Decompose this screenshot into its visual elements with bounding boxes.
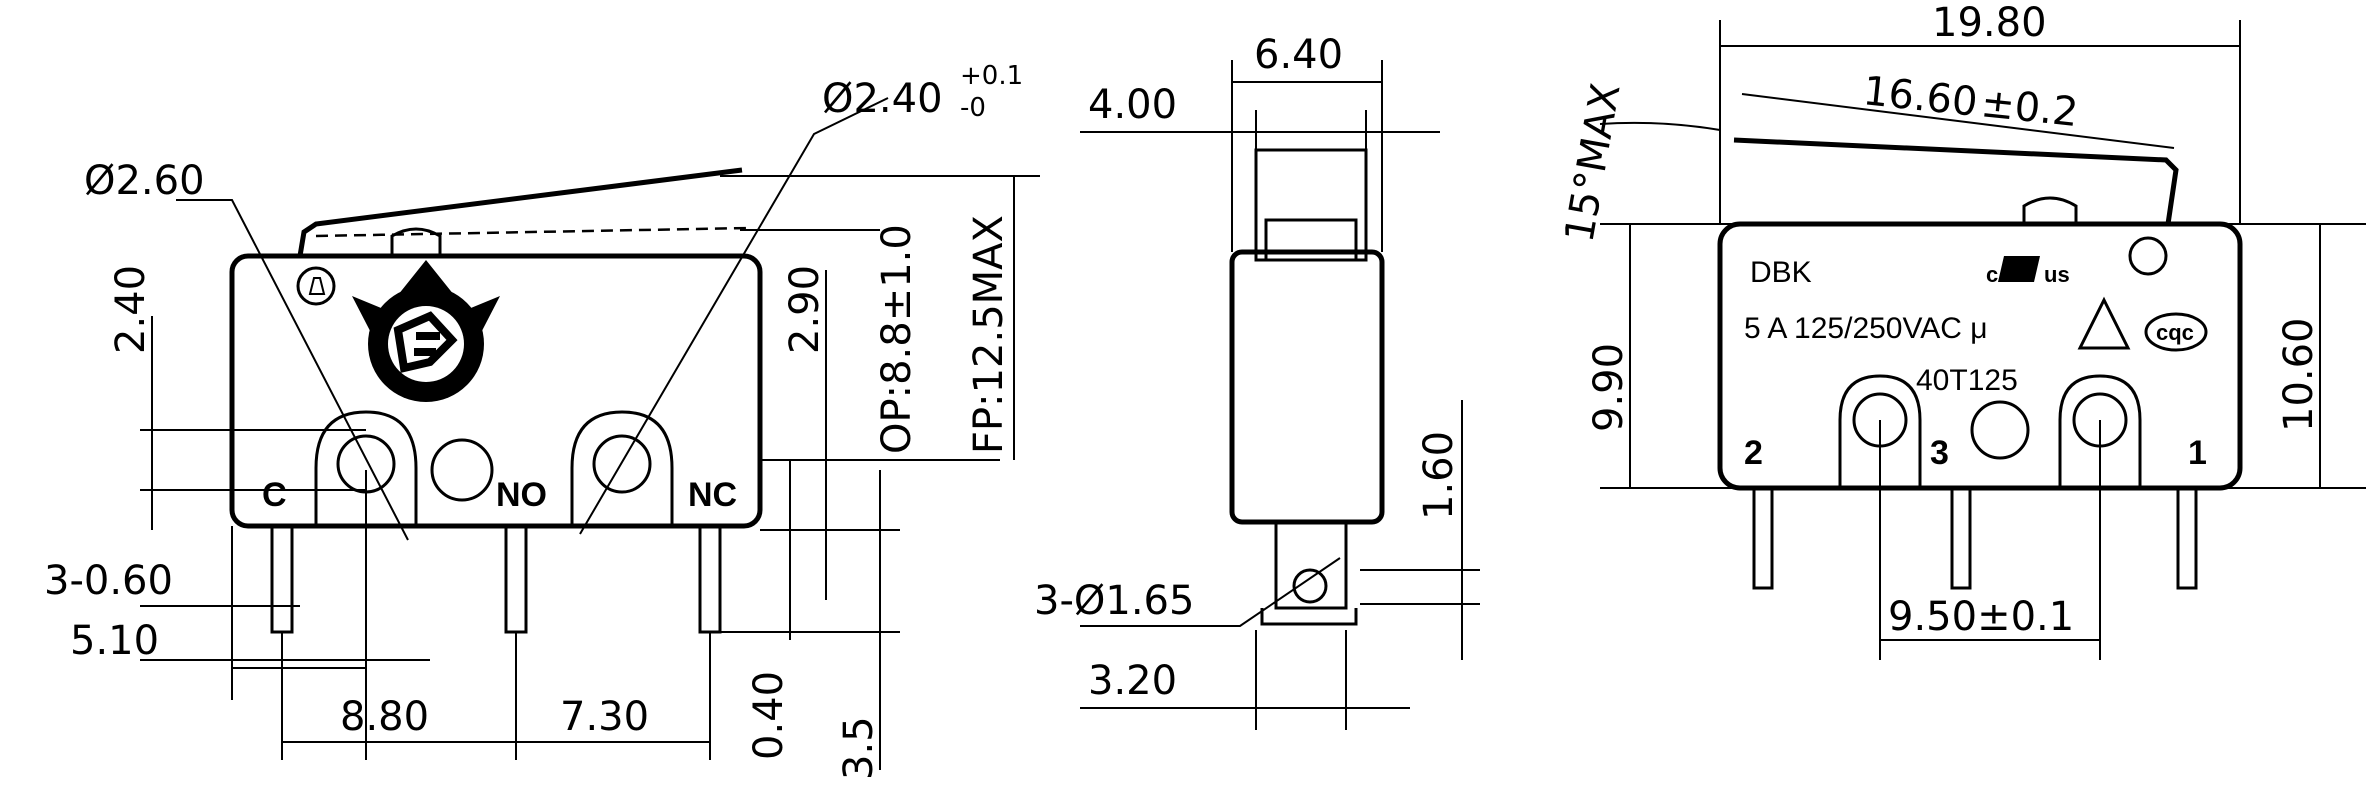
side-body [1229, 249, 1385, 525]
front-lever-pressed [315, 226, 751, 238]
dim-term-len: 3.5 [836, 716, 882, 780]
brand-logo [352, 260, 500, 402]
front-plunger [390, 227, 442, 258]
terminal-number-2: 2 [1744, 434, 1763, 472]
rear-terminal-3 [1950, 486, 1972, 590]
dim-height-160: 1.60 [1416, 431, 1462, 520]
terminal-label-c: C [262, 476, 287, 514]
dim-width-320: 3.20 [1088, 658, 1177, 704]
dim-pin-hole-dia: Ø2.40 [822, 76, 943, 122]
dim-hole-dia: Ø2.60 [84, 158, 205, 204]
terminal-no [504, 524, 528, 634]
dim-terminal-width: 3-0.60 [44, 558, 173, 604]
dim-op-height: OP:8.8±1.0 [874, 224, 920, 454]
label-brand: DBK [1750, 256, 1812, 289]
dim-height-1060: 10.60 [2276, 317, 2322, 432]
rear-terminal-2 [1752, 486, 1774, 590]
label-temp: 40T125 [1916, 364, 2018, 397]
terminal-label-no: NO [496, 476, 547, 514]
dim-hole-dia-165: 3-Ø1.65 [1034, 578, 1194, 624]
terminal-hole-nc [592, 434, 652, 494]
terminal-label-nc: NC [688, 476, 737, 514]
front-body [229, 253, 763, 529]
dim-pitch-950: 9.50±0.1 [1888, 594, 2074, 640]
label-cqc: cqc [2156, 320, 2194, 345]
rear-terminal-1 [2176, 486, 2198, 590]
front-lever [297, 167, 743, 257]
dim-height-990: 9.90 [1586, 343, 1632, 432]
dim-fp-height: FP:12.5MAX [966, 215, 1012, 454]
side-view: 6.40 4.00 1.60 3-Ø1.65 3.20 [1034, 32, 1480, 730]
dim-width-400: 4.00 [1088, 82, 1177, 128]
dim-width-640: 6.40 [1254, 32, 1343, 78]
dim-pitch-730: 7.30 [560, 694, 649, 740]
dim-angle-max: 15°MAX [1557, 80, 1630, 246]
front-view: C NO NC Ø2.60 Ø2.40 [44, 61, 1040, 780]
center-hole [430, 438, 494, 502]
label-ul-c: c [1986, 262, 1998, 287]
dim-pin-hole-tol-upper: +0.1 [960, 61, 1023, 91]
side-terminal-hole [1292, 568, 1328, 604]
dim-length-1980: 19.80 [1932, 0, 2047, 46]
ul-icon [1998, 256, 2040, 282]
side-actuator [1254, 148, 1368, 262]
rear-plunger [2022, 196, 2078, 226]
terminal-pad-c [314, 410, 418, 526]
terminal-pad-nc [570, 410, 674, 526]
terminal-number-3: 3 [1930, 434, 1949, 472]
dim-pin-hole-tol-lower: -0 [960, 93, 986, 123]
triangle-icon [2077, 296, 2131, 350]
dim-lever-1660: 16.60 [1861, 68, 1980, 126]
label-ul-us: us [2044, 262, 2070, 287]
rear-lever [1733, 137, 2179, 225]
terminal-nc [698, 524, 722, 634]
dim-gap-040: 0.40 [746, 671, 792, 760]
dim-lever-tol: ±0.2 [1979, 80, 2080, 136]
dim-offset-510: 5.10 [70, 618, 159, 664]
dim-height-240: 2.40 [108, 265, 154, 354]
dim-pitch-880: 8.80 [340, 694, 429, 740]
terminal-c [270, 524, 294, 634]
rear-view: DBK 5 A 125/250VAC μ 40T125 c us cqc 2 3… [1557, 0, 2366, 660]
cqc-badge [2144, 312, 2208, 352]
terminal-number-1: 1 [2188, 434, 2207, 472]
dim-height-290: 2.90 [782, 265, 828, 354]
front-ul-mark [296, 266, 336, 306]
rear-vde-mark [2128, 236, 2168, 276]
label-rating: 5 A 125/250VAC μ [1744, 312, 1988, 345]
